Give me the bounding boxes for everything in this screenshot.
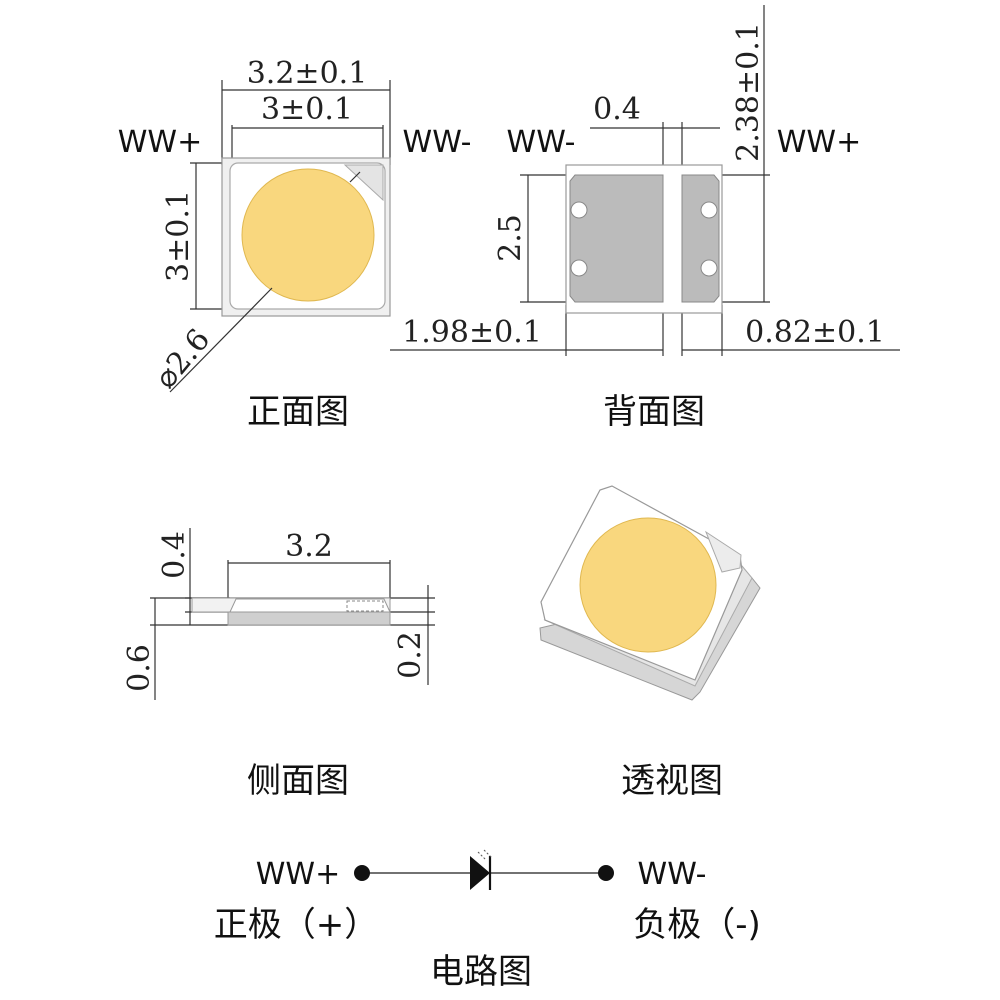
back-view: 0.4 2.38±0.1 2.5 1.98±0.1 0.82±0.1 WW- W… xyxy=(390,5,900,432)
front-view: 3.2±0.1 3±0.1 3±0.1 ⌀2.6 WW+ WW- 正面图 xyxy=(118,56,472,432)
back-pad-left xyxy=(569,174,664,303)
perspective-emitter xyxy=(579,517,717,653)
back-dim-left-pad: 1.98±0.1 xyxy=(402,315,542,350)
circuit-pin-plus: WW+ xyxy=(256,857,340,892)
side-dim-length: 3.2 xyxy=(285,529,333,564)
perspective-view: 透视图 xyxy=(539,485,761,801)
cathode-terminal xyxy=(598,865,614,881)
back-pad-right xyxy=(681,174,720,303)
side-lens xyxy=(229,598,391,613)
diode-symbol xyxy=(470,856,490,890)
front-dim-diameter: ⌀2.6 xyxy=(148,322,217,395)
back-pin-plus: WW+ xyxy=(777,125,861,160)
front-dim-height: 3±0.1 xyxy=(161,190,196,282)
side-base xyxy=(227,611,391,626)
front-dim-outer-width: 3.2±0.1 xyxy=(247,56,368,91)
positive-label: 正极（+） xyxy=(214,905,379,945)
back-dim-pad-height: 2.5 xyxy=(493,214,528,262)
back-view-caption: 背面图 xyxy=(603,392,705,432)
back-pin-minus: WW- xyxy=(507,125,576,160)
back-dim-right-pad: 0.82±0.1 xyxy=(745,315,885,350)
front-view-caption: 正面图 xyxy=(247,392,349,432)
circuit-pin-minus: WW- xyxy=(638,857,707,892)
back-dim-total: 2.38±0.1 xyxy=(731,22,766,162)
circuit-caption: 电路图 xyxy=(430,952,532,992)
side-view-caption: 侧面图 xyxy=(247,761,349,801)
back-dim-gap: 0.4 xyxy=(593,92,641,127)
front-pin-plus: WW+ xyxy=(118,125,202,160)
led-emitter xyxy=(241,168,375,302)
side-dim-top: 0.4 xyxy=(157,531,192,579)
anode-terminal xyxy=(354,865,370,881)
side-view: 3.2 0.4 0.6 0.2 侧面图 xyxy=(122,528,435,801)
perspective-view-caption: 透视图 xyxy=(621,761,723,801)
front-dim-inner-width: 3±0.1 xyxy=(261,92,353,127)
side-dim-base: 0.2 xyxy=(393,631,428,679)
negative-label: 负极（-) xyxy=(633,905,761,945)
front-pin-minus: WW- xyxy=(403,125,472,160)
side-dim-total: 0.6 xyxy=(122,644,157,692)
circuit-diagram: WW+ WW- 正极（+） 负极（-) 电路图 xyxy=(214,849,761,992)
